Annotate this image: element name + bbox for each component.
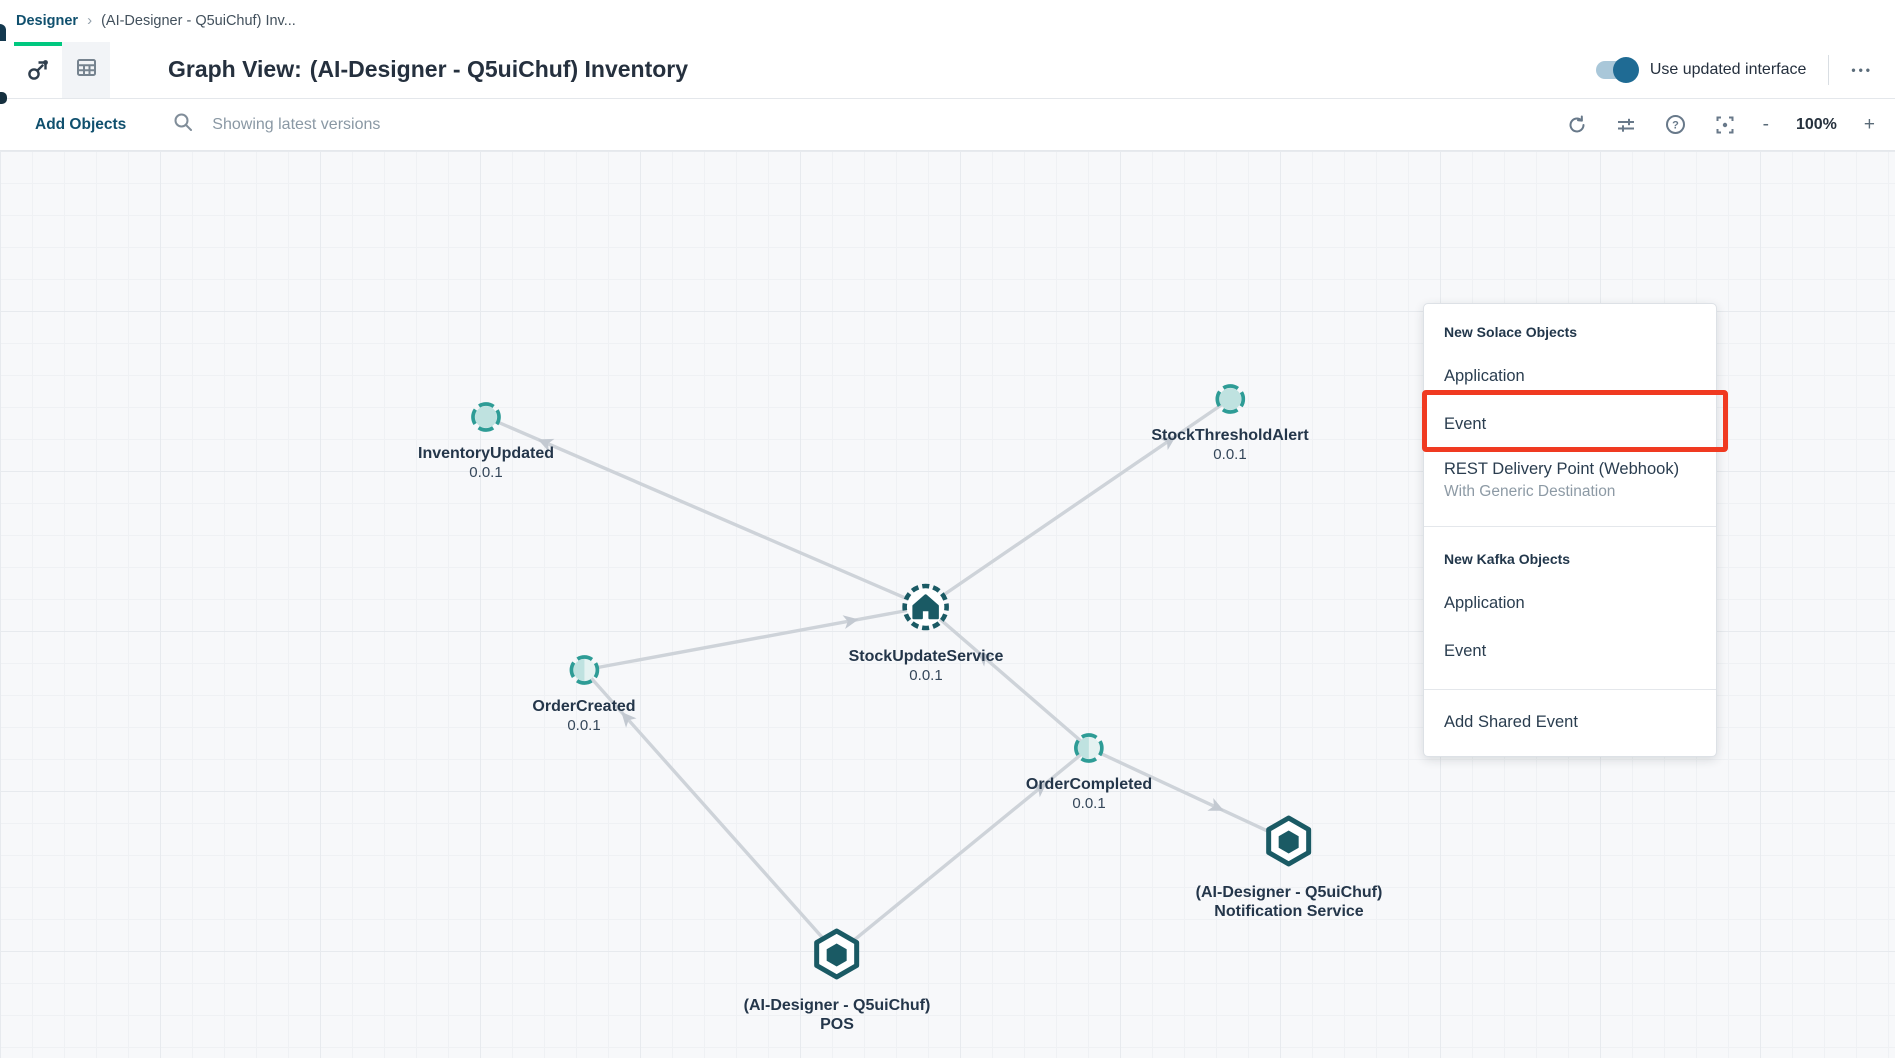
menu-item-solace-event[interactable]: Event <box>1444 414 1487 433</box>
graph-toolbar: Add Objects Showing latest versions <box>0 99 1895 151</box>
event-icon <box>1074 733 1104 768</box>
table-view-icon <box>75 56 98 84</box>
page-title-prefix: Graph View: <box>168 56 302 82</box>
edge-arrow-icon <box>1159 435 1177 451</box>
edge-arrow-icon <box>842 615 859 630</box>
graph-edges <box>485 397 1290 956</box>
menu-item-kafka-event[interactable]: Event <box>1444 641 1487 660</box>
node-version: 0.0.1 <box>1213 446 1247 463</box>
node-label-line2: POS <box>820 1016 854 1033</box>
node-label: OrderCompleted <box>1025 776 1153 793</box>
filter-settings-icon[interactable] <box>1615 114 1637 136</box>
graph-edge <box>835 746 1091 956</box>
search-status-text: Showing latest versions <box>212 115 381 133</box>
page-title: Graph View: (AI-Designer - Q5uiChuf) Inve… <box>168 56 688 83</box>
breadcrumb-designer-link[interactable]: Designer <box>16 12 79 29</box>
help-icon[interactable]: ? <box>1664 113 1687 136</box>
menu-divider <box>1424 526 1716 527</box>
nav-edge-sliver <box>0 24 6 50</box>
application-home-icon <box>902 583 950 636</box>
event-icon <box>471 402 501 437</box>
edge-arrow-icon <box>537 438 555 452</box>
node-label: (AI-Designer - Q5uiChuf) <box>1195 884 1383 901</box>
menu-item-label: REST Delivery Point (Webhook) <box>1444 459 1680 478</box>
menu-divider <box>1424 689 1716 690</box>
tab-table-view[interactable] <box>62 42 110 98</box>
zoom-out-button[interactable]: - <box>1762 113 1769 135</box>
more-options-button[interactable]: ••• <box>1851 62 1873 77</box>
zoom-in-button[interactable]: + <box>1863 113 1875 135</box>
edge-arrow-icon <box>1030 782 1047 798</box>
menu-item-solace-application[interactable]: Application <box>1444 366 1525 385</box>
application-hexagon-icon <box>1265 815 1313 872</box>
event-node-stock-threshold-alert[interactable]: StockThresholdAlert 0.0.1 <box>1151 384 1309 464</box>
breadcrumb-separator-icon: › <box>87 12 93 29</box>
view-tabs <box>14 42 110 98</box>
header-divider <box>1828 54 1830 85</box>
menu-section-header-kafka: New Kafka Objects <box>1444 551 1571 567</box>
node-version: 0.0.1 <box>567 717 601 734</box>
graph-edge <box>925 397 1231 609</box>
tab-graph-view[interactable] <box>14 42 62 98</box>
edge-arrow-icon <box>1207 798 1224 811</box>
event-icon <box>1215 384 1245 419</box>
menu-item-rest-delivery-point[interactable]: REST Delivery Point (Webhook) With Gener… <box>1424 448 1716 512</box>
application-node-pos[interactable]: (AI-Designer - Q5uiChuf) POS <box>743 928 931 1034</box>
graph-edge <box>1088 746 1290 843</box>
updated-interface-label: Use updated interface <box>1649 60 1807 78</box>
search-icon[interactable] <box>172 111 194 138</box>
application-node-stock-update-service[interactable]: StockUpdateService 0.0.1 <box>848 583 1004 685</box>
svg-text:?: ? <box>1672 120 1679 132</box>
graph-canvas[interactable]: InventoryUpdated 0.0.1 StockThresholdAler… <box>0 151 1895 1058</box>
node-label: InventoryUpdated <box>417 445 555 462</box>
menu-item-add-shared-event[interactable]: Add Shared Event <box>1444 712 1578 731</box>
graph-view-icon <box>27 58 50 86</box>
menu-item-kafka-application[interactable]: Application <box>1444 593 1525 612</box>
breadcrumb: Designer › (AI-Designer - Q5uiChuf) Inv.… <box>0 0 1895 104</box>
zoom-level: 100% <box>1795 115 1837 133</box>
node-version: 0.0.1 <box>469 464 503 481</box>
graph-edge <box>485 415 927 609</box>
updated-interface-toggle[interactable] <box>1595 56 1639 83</box>
node-label: StockUpdateService <box>848 648 1004 665</box>
node-label-line2: Notification Service <box>1214 903 1364 920</box>
edge-arrow-icon <box>621 711 637 728</box>
graph-edge <box>924 605 1091 750</box>
node-version: 0.0.1 <box>909 667 943 684</box>
menu-item-sublabel: With Generic Destination <box>1444 482 1616 500</box>
node-label: (AI-Designer - Q5uiChuf) <box>743 997 931 1014</box>
fit-to-screen-icon[interactable] <box>1714 114 1736 136</box>
node-version: 0.0.1 <box>1072 795 1106 812</box>
node-label: OrderCreated <box>532 698 636 715</box>
event-icon <box>569 655 599 690</box>
toggle-knob <box>1612 56 1639 83</box>
event-node-order-completed[interactable]: OrderCompleted 0.0.1 <box>1026 733 1152 813</box>
node-label: StockThresholdAlert <box>1151 427 1309 444</box>
application-hexagon-icon <box>813 928 861 985</box>
application-node-notification-service[interactable]: (AI-Designer - Q5uiChuf) Notification Ser… <box>1195 815 1383 921</box>
page-title-name: (AI-Designer - Q5uiChuf) Inventory <box>309 56 689 82</box>
event-node-inventory-updated[interactable]: InventoryUpdated 0.0.1 <box>418 402 554 482</box>
refresh-button[interactable] <box>1566 114 1588 136</box>
page-header: Graph View: (AI-Designer - Q5uiChuf) Inve… <box>0 41 1895 99</box>
breadcrumb-current: (AI-Designer - Q5uiChuf) Inv... <box>101 12 296 29</box>
add-objects-menu: New Solace Objects Application Event RES… <box>1423 303 1717 757</box>
add-objects-button[interactable]: Add Objects <box>35 115 127 133</box>
graph-edge <box>583 605 927 672</box>
nav-edge-sliver-2 <box>0 92 7 104</box>
event-node-order-created[interactable]: OrderCreated 0.0.1 <box>532 655 636 735</box>
menu-section-header-solace: New Solace Objects <box>1444 324 1578 340</box>
edge-arrow-icon <box>977 651 994 667</box>
